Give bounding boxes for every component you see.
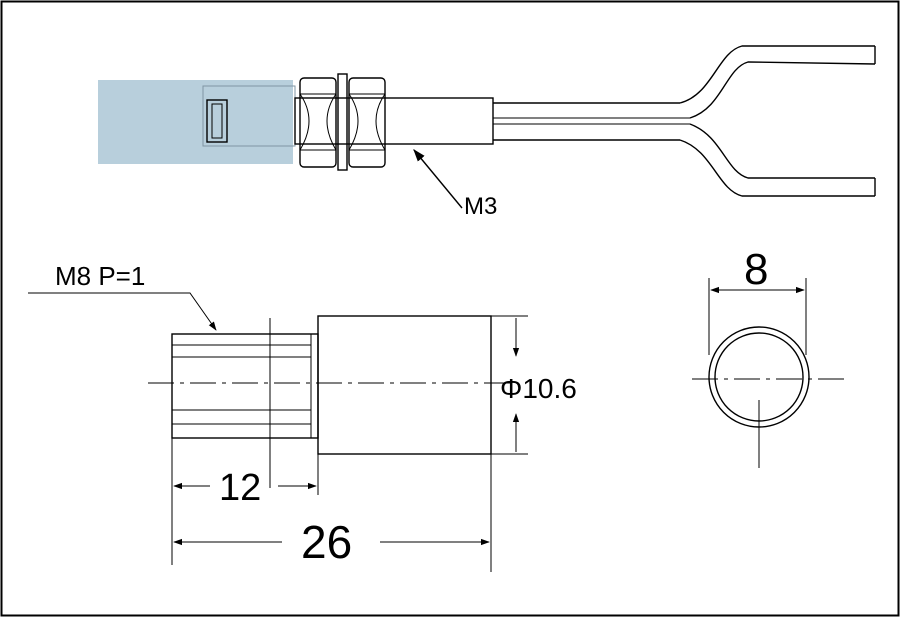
sensor-cap: [98, 80, 293, 164]
thread-stem: [171, 333, 319, 439]
diameter-label: Φ10.6: [500, 373, 577, 404]
m3-label: M3: [464, 193, 497, 220]
sensor-body: [294, 97, 494, 145]
hex-nut-left: [299, 77, 337, 168]
thread-label: M8 P=1: [55, 261, 145, 291]
hex-nut-right: [348, 77, 386, 168]
housing-body: [317, 315, 492, 455]
led-window-inner: [211, 103, 223, 139]
dim-26-label: 26: [301, 516, 352, 568]
sensor-side-view: M3: [98, 45, 876, 220]
cable: [493, 45, 876, 197]
led-window: [206, 99, 228, 143]
washer: [337, 73, 348, 171]
thread-leader: [28, 292, 217, 331]
housing-dimension-view: 12 26 Φ10.6 M8 P=1: [28, 261, 577, 572]
dim-8-label: 8: [744, 245, 768, 294]
dim-12-label: 12: [219, 467, 261, 509]
end-circle-view: 8: [692, 245, 846, 468]
m3-leader: [413, 149, 463, 209]
